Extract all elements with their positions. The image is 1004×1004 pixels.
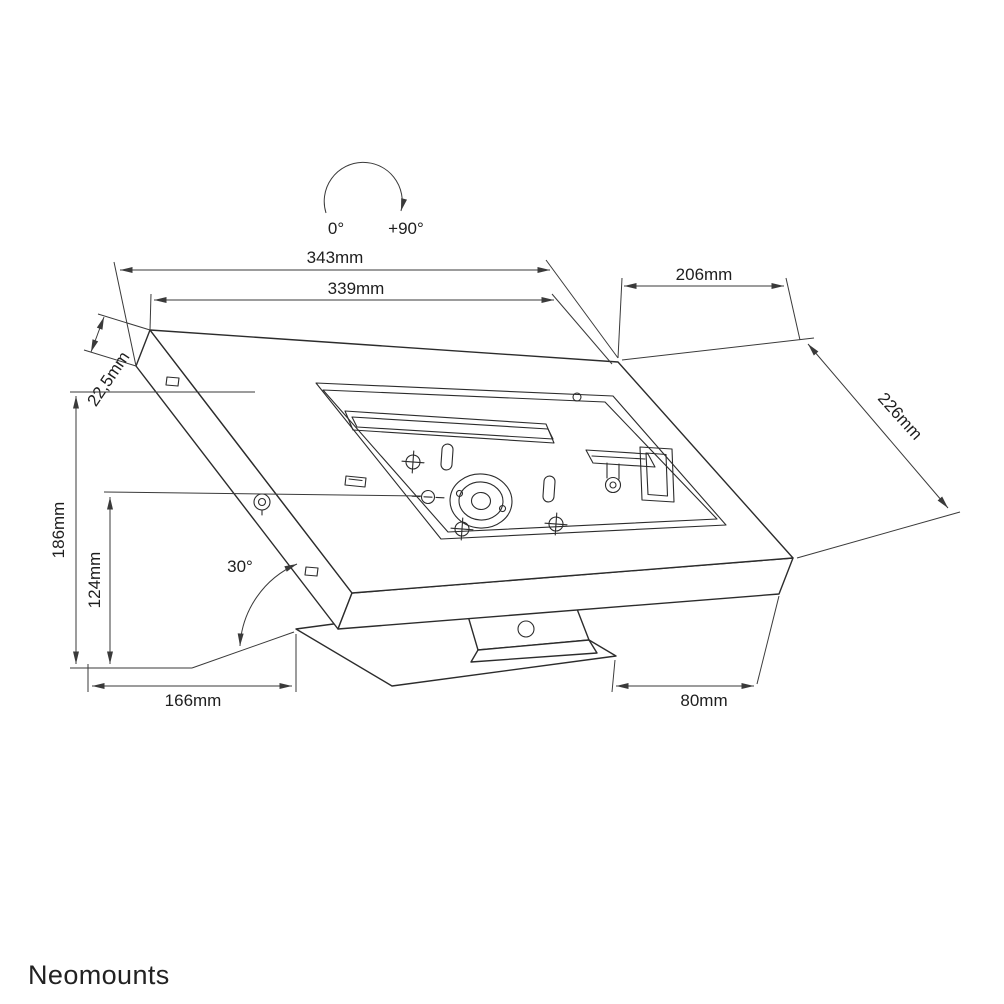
side-panel-slot-upper [165, 376, 180, 387]
extension-line [621, 337, 815, 361]
rotation-max-label: +90° [388, 219, 424, 238]
dimension-inner-width: 339mm [149, 279, 613, 365]
retainer-clip [344, 475, 367, 488]
dimension-outer-width: 343mm [113, 248, 619, 367]
bracket-clamp-inner [645, 452, 669, 497]
extension-line [545, 259, 619, 359]
extension-line [756, 595, 780, 685]
dimension-pivot-height: 124mm [85, 491, 422, 664]
brand-logo: Neomounts [28, 960, 170, 990]
dimension-overall-height: 186mm [49, 391, 255, 669]
lock-bracket-assembly [585, 446, 675, 503]
bracket-clamp-outer [639, 446, 675, 503]
slot-obround-1 [440, 443, 454, 471]
dimension-line [90, 316, 105, 353]
cable-grommet [449, 473, 513, 529]
extension-line [83, 349, 137, 367]
bracket-plate [585, 449, 656, 468]
arm-foot-flange [470, 639, 598, 663]
bracket-screw-outer [604, 476, 622, 494]
rotation-indicator: 0° +90° [323, 161, 424, 238]
bar-outer [344, 410, 555, 444]
tilt-angle-label: 30° [227, 557, 253, 576]
table-line [191, 631, 295, 669]
rotation-min-label: 0° [328, 219, 344, 238]
tilt-angle-indicator: 30° [227, 557, 298, 647]
top-depth-label: 206mm [676, 265, 733, 284]
extension-line [785, 277, 801, 341]
mounting-plate [315, 382, 727, 541]
extension-line [149, 293, 152, 331]
dimension-base-depth: 166mm [87, 631, 297, 710]
outer-width-label: 343mm [307, 248, 364, 267]
extension-line [551, 293, 613, 365]
plate-outer-border [315, 382, 727, 540]
extension-line [97, 313, 151, 331]
extension-line [617, 277, 623, 359]
screw-cross-3 [544, 512, 568, 536]
cable-slot-bar [344, 410, 555, 444]
grommet-center-hole [470, 491, 492, 511]
enclosure-front-face [149, 329, 794, 594]
grommet-screw-b [498, 504, 507, 513]
arm-pivot-hole [517, 620, 535, 638]
dimension-line [807, 343, 949, 509]
base-depth-label: 166mm [165, 691, 222, 710]
tilt-angle-arc [237, 563, 298, 647]
grommet-outer-ring [449, 473, 513, 529]
extension-line [611, 659, 616, 693]
key-lock-core [257, 497, 267, 507]
extension-line [103, 491, 422, 497]
camera-hole [572, 392, 582, 402]
extension-line [796, 511, 961, 559]
overall-height-label: 186mm [49, 502, 68, 559]
grommet-mid-ring [458, 481, 504, 521]
dimension-top-depth: 206mm [617, 265, 801, 359]
side-depth-label: 226mm [874, 389, 926, 444]
bar-inner [351, 416, 554, 440]
screw-cross-1 [401, 450, 425, 474]
pivot-height-label: 124mm [85, 552, 104, 609]
bracket-screw-inner [609, 481, 617, 489]
rotation-arc [323, 161, 407, 214]
grommet-screw-a [455, 489, 464, 498]
plate-inner-border [322, 389, 718, 533]
inner-width-label: 339mm [328, 279, 385, 298]
extension-line [113, 261, 137, 367]
side-panel-slot-lower [304, 566, 319, 577]
dimension-base-offset: 80mm [611, 595, 780, 710]
slot-obround-2 [542, 475, 556, 503]
base-offset-label: 80mm [680, 691, 727, 710]
tablet-enclosure [135, 329, 794, 630]
